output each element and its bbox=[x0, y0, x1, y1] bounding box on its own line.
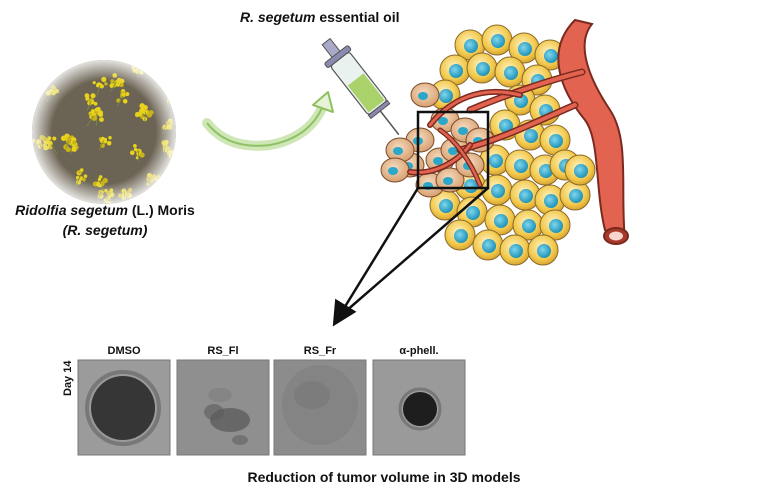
plant-name-caption: Ridolfia segetum (L.) Moris bbox=[15, 202, 195, 218]
panel-label-rs-fr: RS_Fr bbox=[303, 345, 337, 357]
syringe-icon bbox=[321, 37, 400, 136]
zoom-indicator bbox=[332, 110, 490, 327]
day-row-label: Day 14 bbox=[62, 360, 74, 396]
panel-label-rs-fl: RS_Fl bbox=[207, 345, 239, 357]
spheroid-panels bbox=[77, 359, 466, 456]
plant-abbreviation-caption: (R. segetum) bbox=[62, 222, 148, 238]
panel-label-alpha-phell: α-phell. bbox=[399, 345, 439, 357]
plant-photo bbox=[32, 60, 176, 204]
essential-oil-label: R. segetum essential oil bbox=[240, 9, 400, 25]
panel-label-dmso: DMSO bbox=[107, 345, 141, 357]
tumor-tissue bbox=[380, 24, 596, 266]
panel-rs-fl-image bbox=[176, 359, 270, 456]
green-arrow bbox=[202, 91, 334, 151]
conclusion-caption: Reduction of tumor volume in 3D models bbox=[247, 469, 521, 485]
blood-vessel bbox=[407, 18, 629, 245]
